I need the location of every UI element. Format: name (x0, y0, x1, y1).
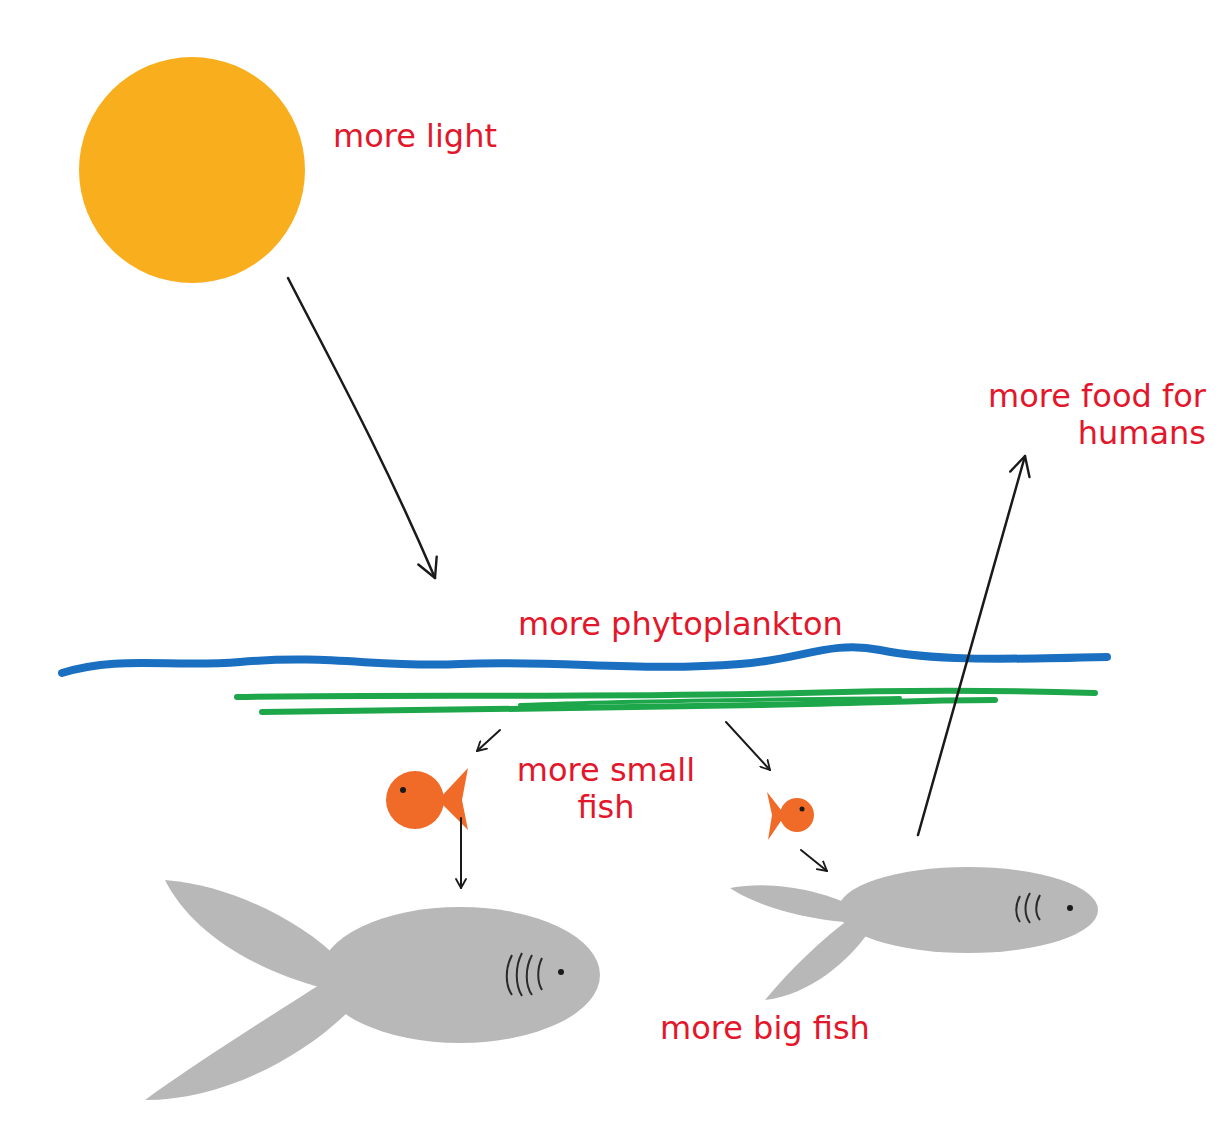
small-fish (386, 768, 468, 830)
big-fish-body (838, 867, 1098, 953)
gills (1016, 893, 1040, 923)
phytoplankton-line (520, 698, 900, 705)
water-surface (62, 647, 1107, 673)
feeding-arrow (801, 850, 827, 871)
big-fish (730, 867, 1098, 1000)
humans-label: more food for humans (926, 378, 1206, 452)
gills (507, 953, 542, 996)
small-fish-label: more small fish (486, 752, 726, 826)
sun (79, 57, 305, 283)
big-fish-tail (165, 880, 340, 990)
phytoplankton-label: more phytoplankton (518, 606, 918, 643)
big-fish-tail (145, 975, 350, 1100)
fish-eye (1067, 905, 1073, 911)
fish-eye (800, 807, 805, 812)
phytoplankton-line (237, 691, 1095, 697)
fish-eye (400, 787, 406, 793)
big-fish-label: more big fish (660, 1010, 980, 1047)
feeding-arrow (477, 730, 500, 751)
small-fish-body (780, 798, 814, 832)
feeding-arrow (460, 818, 462, 888)
light-arrow (288, 278, 435, 578)
big-fish (145, 880, 600, 1100)
small-fish (767, 792, 814, 840)
fish-eye (558, 969, 564, 975)
feeding-arrow (726, 722, 770, 770)
small-fish-body (386, 771, 444, 829)
harvest-arrow (918, 456, 1025, 835)
light-label: more light (333, 118, 593, 155)
big-fish-body (320, 907, 600, 1043)
big-fish-tail (730, 885, 850, 922)
